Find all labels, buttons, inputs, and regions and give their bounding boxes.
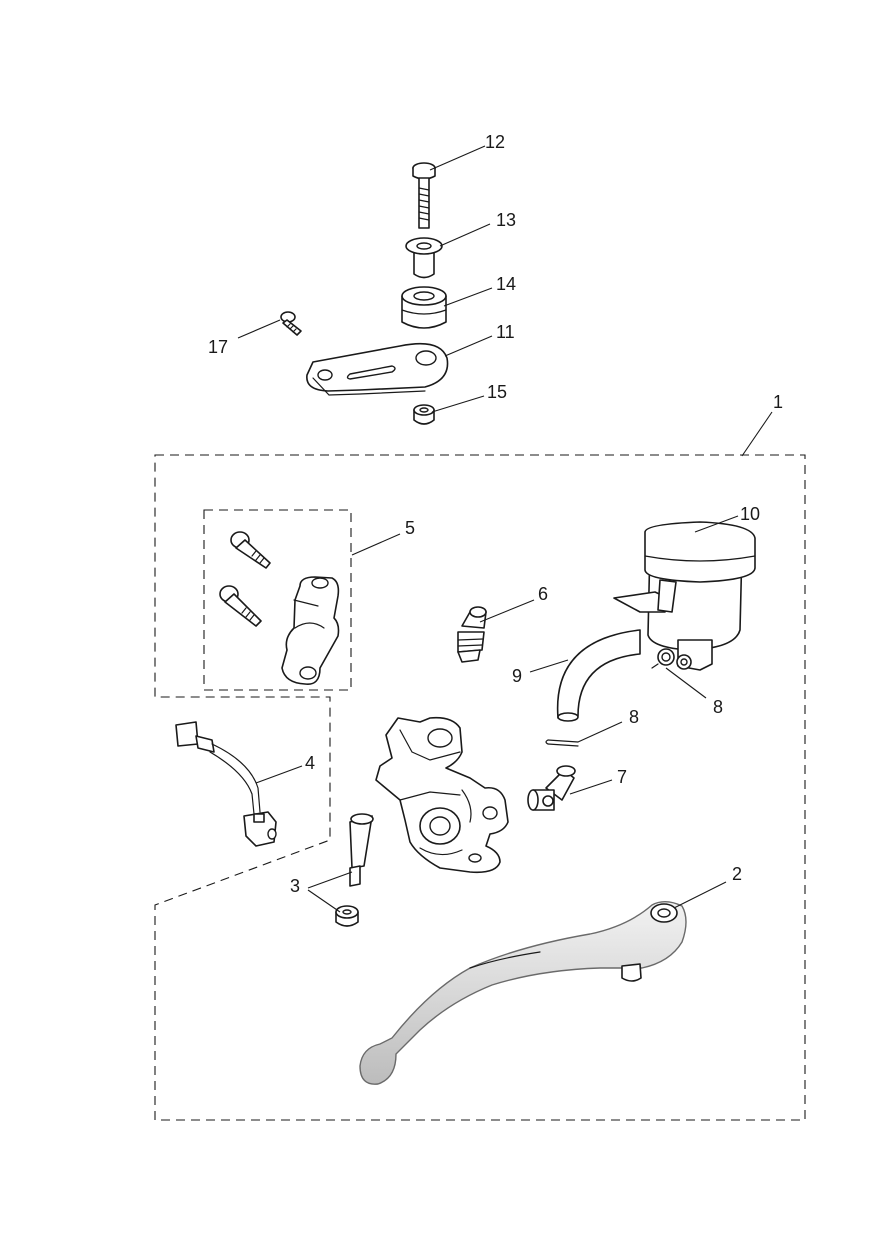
nut-part-15 bbox=[413, 404, 435, 425]
callout-11: 11 bbox=[496, 322, 515, 342]
screw-part-17 bbox=[280, 311, 302, 336]
leader-17 bbox=[237, 319, 281, 339]
callout-7: 7 bbox=[617, 767, 627, 787]
callout-4: 4 bbox=[305, 753, 315, 773]
callout-8-upper: 8 bbox=[713, 697, 723, 717]
fluid-reservoir-part-10 bbox=[613, 521, 756, 671]
handlebar-clamp bbox=[281, 576, 340, 685]
callout-9: 9 bbox=[512, 666, 522, 686]
callout-12: 12 bbox=[485, 132, 505, 152]
rubber-grommet-part-14 bbox=[401, 286, 447, 329]
callout-8-lower: 8 bbox=[629, 707, 639, 727]
leader-5 bbox=[351, 533, 401, 556]
callout-6: 6 bbox=[538, 584, 548, 604]
brake-switch-part-4 bbox=[175, 721, 277, 847]
clamp-bolt-upper bbox=[230, 531, 271, 569]
callout-5: 5 bbox=[405, 518, 415, 538]
hose-clip-part-8-lower bbox=[545, 739, 579, 747]
kit-boundary-dashed bbox=[154, 454, 806, 1121]
callout-2: 2 bbox=[732, 864, 742, 884]
callout-10: 10 bbox=[740, 504, 760, 524]
elbow-fitting-part-7 bbox=[527, 765, 576, 811]
leader-6 bbox=[479, 599, 535, 623]
leader-15 bbox=[431, 395, 485, 413]
mounting-bracket-part-11 bbox=[306, 342, 449, 396]
reservoir-hose-part-9 bbox=[556, 629, 641, 722]
clamp-bolt-lower bbox=[219, 585, 262, 627]
collar-part-13 bbox=[405, 237, 443, 279]
hose-clip-part-8-upper bbox=[651, 648, 675, 669]
leader-lines bbox=[237, 145, 773, 913]
fitting-part-6 bbox=[457, 606, 487, 663]
leader-4 bbox=[255, 765, 303, 784]
bolt-part-12 bbox=[412, 162, 436, 229]
callout-17: 17 bbox=[208, 337, 228, 357]
leader-7 bbox=[569, 779, 613, 795]
callout-labels: 12 13 14 11 15 17 1 5 6 10 9 8 8 7 4 3 2 bbox=[208, 132, 783, 896]
leader-12 bbox=[429, 145, 486, 171]
leader-8-upper bbox=[665, 667, 707, 699]
leader-3a bbox=[307, 871, 353, 889]
callout-14: 14 bbox=[496, 274, 516, 294]
leader-8-lower bbox=[577, 721, 623, 743]
leader-2 bbox=[673, 881, 727, 909]
brake-lever-part-2 bbox=[359, 901, 687, 1085]
leader-11 bbox=[444, 335, 493, 357]
callout-3: 3 bbox=[290, 876, 300, 896]
clamp-kit-boundary-dashed bbox=[203, 509, 352, 691]
master-cylinder-body bbox=[375, 716, 509, 874]
leader-13 bbox=[439, 223, 491, 247]
leader-1 bbox=[741, 411, 773, 457]
callout-15: 15 bbox=[487, 382, 507, 402]
clamp-kit-part-5 bbox=[219, 531, 340, 685]
pivot-bolt-part-3 bbox=[349, 813, 374, 887]
leader-9 bbox=[529, 659, 569, 673]
leader-10 bbox=[694, 515, 739, 533]
callout-1: 1 bbox=[773, 392, 783, 412]
callout-13: 13 bbox=[496, 210, 516, 230]
leader-14 bbox=[443, 287, 493, 307]
pivot-nut-part-3 bbox=[335, 905, 359, 927]
leader-3b bbox=[307, 889, 341, 913]
